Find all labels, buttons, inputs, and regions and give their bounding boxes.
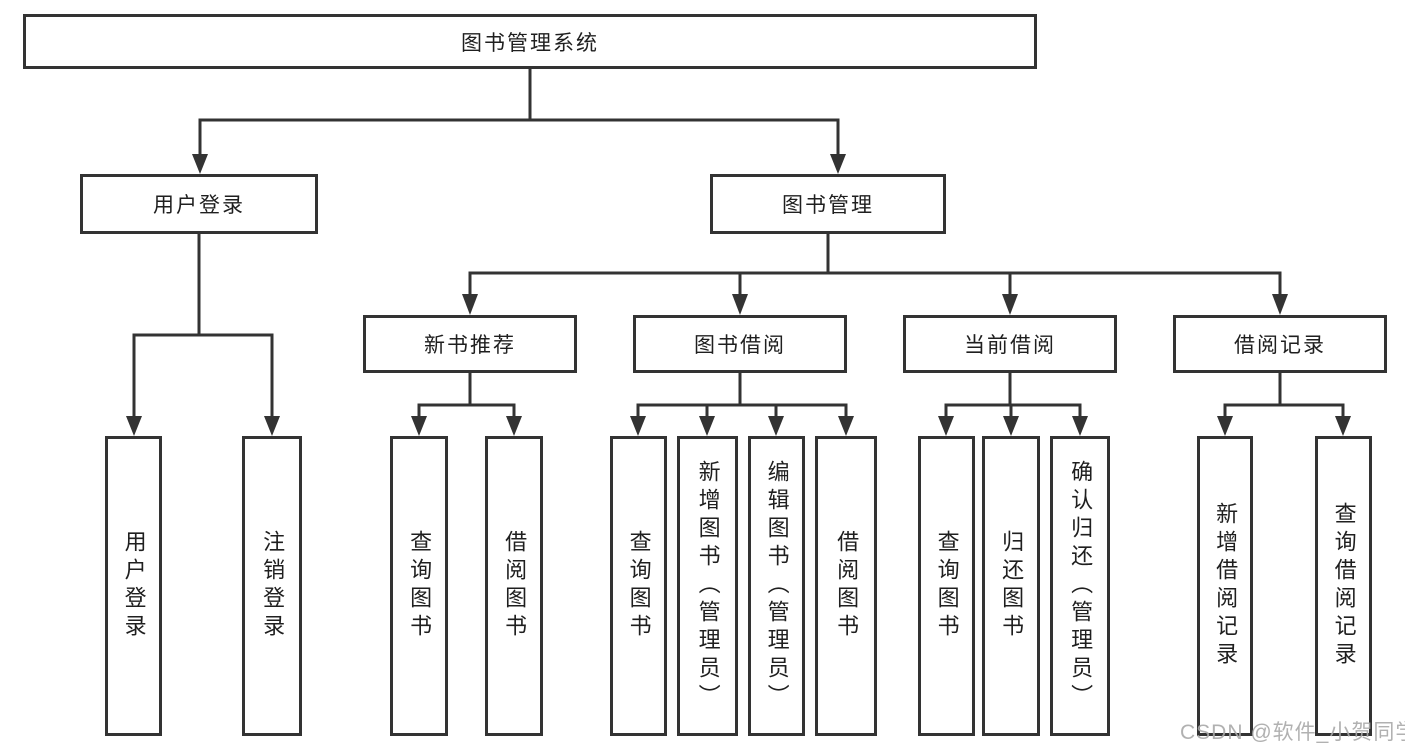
node-new-book-recommend: 新书推荐 [363, 315, 577, 373]
connector-user-login-children [132, 234, 274, 420]
arrowheads-new-book-recommend-children [411, 416, 522, 436]
node-user-login: 用户登录 [80, 174, 318, 234]
node-bb-add-book-admin-label: 新增图书（管理员） [695, 460, 721, 712]
watermark: CSDN @软件_小贺同学 [1180, 721, 1405, 744]
node-book-management: 图书管理 [710, 174, 946, 234]
node-cb-query-book: 查询图书 [918, 436, 975, 736]
node-br-add-record: 新增借阅记录 [1197, 436, 1253, 736]
connector-new-book-recommend-children [417, 373, 516, 420]
connector-root-to-level2 [198, 69, 840, 158]
node-nb-borrow-book-label: 借阅图书 [502, 530, 528, 642]
node-bb-borrow-book-label: 借阅图书 [834, 530, 860, 642]
connector-borrow-records-children [1223, 373, 1345, 420]
node-br-query-record: 查询借阅记录 [1315, 436, 1372, 736]
node-logout-label: 注销登录 [260, 530, 286, 642]
node-borrow-records: 借阅记录 [1173, 315, 1387, 373]
node-root-label: 图书管理系统 [461, 31, 599, 55]
node-bb-add-book-admin: 新增图书（管理员） [677, 436, 738, 736]
connector-book-borrow-children [636, 373, 848, 420]
node-book-borrow: 图书借阅 [633, 315, 847, 373]
node-user-login-label: 用户登录 [153, 194, 245, 217]
node-book-borrow-label: 图书借阅 [694, 334, 786, 357]
node-cb-confirm-return-admin-label: 确认归还（管理员） [1068, 460, 1094, 712]
arrowheads-book-borrow-children [630, 416, 854, 436]
node-current-borrow: 当前借阅 [903, 315, 1117, 373]
node-bb-query-book-label: 查询图书 [626, 530, 652, 642]
arrowheads-borrow-records-children [1217, 416, 1351, 436]
node-br-add-record-label: 新增借阅记录 [1213, 502, 1239, 670]
node-root: 图书管理系统 [23, 14, 1037, 69]
node-cb-return-book-label: 归还图书 [999, 530, 1025, 642]
node-login: 用户登录 [105, 436, 162, 736]
node-current-borrow-label: 当前借阅 [964, 334, 1056, 357]
connector-book-management-children [468, 234, 1282, 297]
node-book-management-label: 图书管理 [782, 194, 874, 217]
node-new-book-recommend-label: 新书推荐 [424, 334, 516, 357]
node-nb-borrow-book: 借阅图书 [485, 436, 543, 736]
node-bb-query-book: 查询图书 [610, 436, 667, 736]
node-br-query-record-label: 查询借阅记录 [1331, 502, 1357, 670]
node-bb-edit-book-admin-label: 编辑图书（管理员） [764, 460, 790, 712]
arrowheads-root-to-level2 [192, 154, 846, 174]
arrowheads-user-login-children [126, 416, 280, 436]
node-cb-return-book: 归还图书 [982, 436, 1040, 736]
node-logout: 注销登录 [242, 436, 302, 736]
node-nb-query-book-label: 查询图书 [407, 530, 433, 642]
node-cb-query-book-label: 查询图书 [934, 530, 960, 642]
arrowheads-book-management-children [462, 294, 1288, 315]
node-bb-borrow-book: 借阅图书 [815, 436, 877, 736]
connector-current-borrow-children [944, 373, 1082, 420]
node-borrow-records-label: 借阅记录 [1234, 334, 1326, 357]
node-bb-edit-book-admin: 编辑图书（管理员） [748, 436, 805, 736]
node-nb-query-book: 查询图书 [390, 436, 448, 736]
node-login-label: 用户登录 [121, 530, 147, 642]
node-cb-confirm-return-admin: 确认归还（管理员） [1050, 436, 1110, 736]
arrowheads-current-borrow-children [938, 416, 1088, 436]
